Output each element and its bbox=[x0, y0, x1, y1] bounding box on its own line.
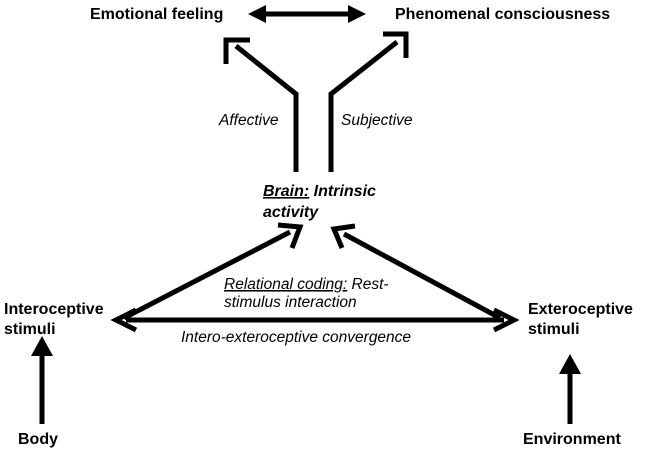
phenomenal-consciousness-label: Phenomenal consciousness bbox=[395, 6, 610, 23]
body-to-interoceptive-arrow bbox=[31, 336, 53, 424]
exteroceptive-to-brain-arrow bbox=[330, 223, 502, 321]
brain-label-line2: activity bbox=[263, 204, 319, 221]
affective-arrow bbox=[223, 37, 299, 172]
environment-to-exteroceptive-arrow bbox=[559, 354, 581, 424]
feeling-consciousness-arrow bbox=[248, 5, 366, 23]
exteroceptive-label-line1: Exteroceptive bbox=[528, 301, 633, 318]
subjective-arrow bbox=[328, 31, 409, 172]
body-label: Body bbox=[18, 431, 58, 448]
brain-prefix: Brain: bbox=[263, 183, 309, 200]
exteroceptive-label-line2: stimuli bbox=[528, 321, 580, 338]
brain-label-line1: Brain: Intrinsic bbox=[263, 183, 376, 200]
interoceptive-label-line1: Interoceptive bbox=[4, 301, 104, 318]
environment-label: Environment bbox=[523, 431, 621, 448]
relational-coding-line2: stimulus interaction bbox=[224, 294, 357, 311]
relational-prefix: Relational coding: bbox=[224, 276, 347, 293]
interoceptive-to-brain-arrow bbox=[122, 222, 304, 321]
brain-intrinsic: Intrinsic bbox=[309, 183, 376, 200]
convergence-arrow bbox=[110, 307, 520, 333]
subjective-label: Subjective bbox=[341, 112, 413, 129]
convergence-label: Intero-exteroceptive convergence bbox=[181, 329, 411, 346]
interoceptive-label-line2: stimuli bbox=[4, 321, 56, 338]
emotional-feeling-label: Emotional feeling bbox=[90, 6, 223, 23]
relational-rest: Rest- bbox=[347, 276, 388, 293]
affective-label: Affective bbox=[218, 112, 279, 129]
relational-coding-line1: Relational coding: Rest- bbox=[224, 276, 389, 293]
